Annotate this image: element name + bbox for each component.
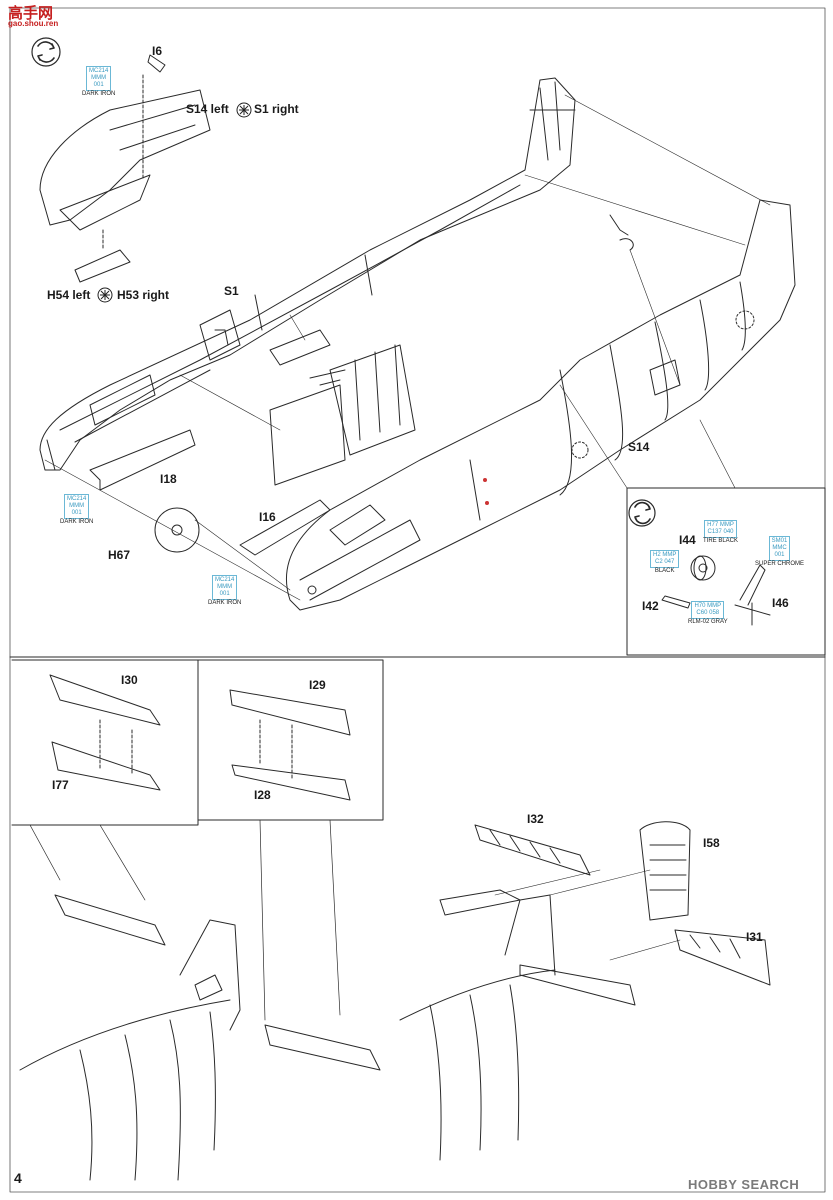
label-i44: I44 — [679, 533, 696, 547]
label-s14: S14 — [628, 440, 650, 454]
label-i42: I42 — [642, 599, 659, 613]
tailwheel-inset-box — [626, 487, 826, 656]
paint-code: MMC — [772, 545, 787, 551]
paint-code: MMP — [707, 603, 722, 609]
paint-code: MC214 — [89, 68, 109, 74]
tailwheel-parts — [661, 555, 771, 626]
paint-code: MMP — [719, 522, 734, 528]
paint-code: SM01 — [771, 538, 788, 544]
paint-code: 001 — [71, 510, 82, 516]
paint-code: MMP — [662, 552, 677, 558]
paint-code: 040 — [723, 529, 734, 535]
paint-code: MC214 — [215, 577, 235, 583]
cockpit-nose-part — [39, 89, 211, 226]
paint-code: H2 — [653, 552, 661, 558]
paint-code: 001 — [219, 591, 230, 597]
watermark-top-left-url: gao.shou.ren — [8, 19, 59, 28]
fuselage-left-half — [39, 77, 576, 471]
watermark-bottom-right: HOBBY SEARCH — [688, 1177, 800, 1192]
paint-code: C2 — [654, 559, 663, 565]
label-i28: I28 — [254, 788, 271, 802]
label-s1-right: S1 right — [254, 102, 299, 116]
paint-name: BLACK — [654, 568, 675, 574]
label-i58: I58 — [703, 836, 720, 850]
paint-name: TIRE BLACK — [703, 538, 739, 544]
page-number: 4 — [14, 1170, 22, 1186]
paint-code: H70 — [694, 603, 706, 609]
label-s1: S1 — [224, 284, 239, 298]
paint-code: H77 — [707, 522, 719, 528]
paint-code: MMM — [69, 503, 85, 509]
part-i29 — [229, 689, 351, 736]
part-i6 — [147, 54, 166, 73]
paint-name: DARK IRON — [60, 519, 94, 525]
label-h67: H67 — [108, 548, 131, 562]
part-i30 — [49, 674, 161, 726]
paint-code: 047 — [664, 559, 675, 565]
paint-code: MC214 — [67, 496, 87, 502]
paint-code: 001 — [774, 552, 785, 558]
paint-name: RLM-02 GRAY — [688, 619, 728, 625]
watermark-top-left: 高手网 — [8, 5, 54, 22]
paint-code: C137 — [707, 529, 722, 535]
label-h53-right: H53 right — [117, 288, 170, 302]
label-i77: I77 — [52, 778, 69, 792]
paint-code: MMM — [91, 75, 107, 81]
part-i28 — [231, 764, 351, 801]
paint-name: DARK IRON — [208, 600, 242, 606]
paint-code: C60 — [696, 610, 708, 616]
label-i32: I32 — [527, 812, 544, 826]
label-i16: I16 — [259, 510, 276, 524]
paint-code: 001 — [93, 82, 104, 88]
rotate-icon-2 — [628, 499, 656, 527]
part-h54 — [74, 249, 131, 283]
part-h67 — [154, 507, 200, 553]
elevator-box-left — [11, 659, 199, 826]
label-i46: I46 — [772, 596, 789, 610]
label-i6: I6 — [152, 44, 163, 58]
label-h54-left: H54 left — [47, 288, 91, 302]
tail-assembly-left — [19, 894, 381, 1181]
label-i29: I29 — [309, 678, 326, 692]
part-i77 — [51, 741, 161, 791]
fuselage-right-half — [285, 199, 796, 611]
paint-code: 058 — [709, 610, 720, 616]
rotate-icon-1 — [31, 37, 61, 67]
paint-code: MMM — [217, 584, 233, 590]
paint-name: SUPER CHROME — [755, 561, 805, 567]
label-i30: I30 — [121, 673, 138, 687]
page-frame — [9, 7, 826, 1193]
label-i31: I31 — [746, 930, 763, 944]
tail-assembly-right — [399, 821, 771, 1161]
label-s14-left: S14 left — [186, 102, 229, 116]
paint-name: DARK IRON — [82, 91, 116, 97]
elevator-box-right — [197, 659, 384, 821]
seat-assembly — [269, 329, 416, 486]
part-i16 — [239, 499, 331, 556]
part-i18 — [89, 429, 196, 491]
label-i18: I18 — [160, 472, 177, 486]
